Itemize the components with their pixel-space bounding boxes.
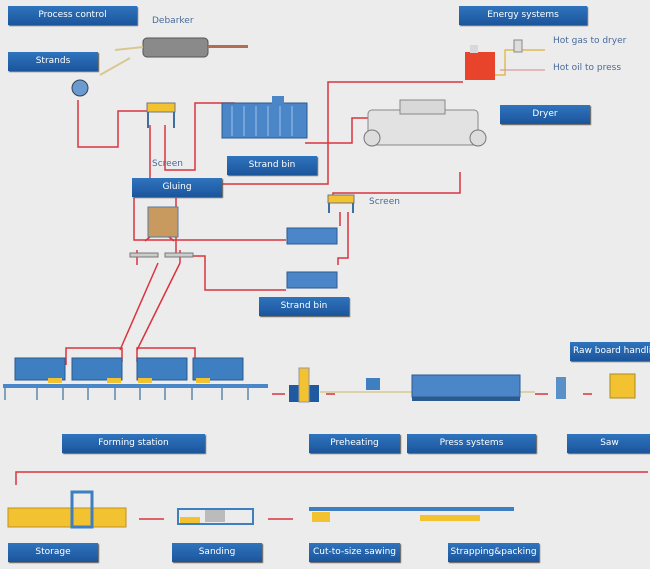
strands-label[interactable]: Strands <box>8 52 98 71</box>
press-systems-label[interactable]: Press systems <box>407 434 536 453</box>
strand-bin-machine-2 <box>286 271 338 289</box>
screen-text-mid: Screen <box>369 197 400 207</box>
cut-to-size-sawing-label[interactable]: Cut-to-size sawing <box>309 543 400 562</box>
forming-line <box>3 357 268 400</box>
saw-machine <box>556 377 566 399</box>
energy-systems-label[interactable]: Energy systems <box>459 6 587 25</box>
gluing-label[interactable]: Gluing <box>132 178 222 197</box>
hot-oil-text: Hot oil to press <box>553 63 622 73</box>
storage-label[interactable]: Storage <box>8 543 98 562</box>
gluing-machine <box>129 206 194 258</box>
screen-machine-top <box>146 102 176 128</box>
screen-text-top: Screen <box>152 159 183 169</box>
sanding-label[interactable]: Sanding <box>172 543 262 562</box>
sanding-machine <box>177 508 254 525</box>
strand-bin-label-mid[interactable]: Strand bin <box>259 297 349 316</box>
dryer-machine <box>363 99 487 147</box>
strand-bin-label-top[interactable]: Strand bin <box>227 156 317 175</box>
process-control-label[interactable]: Process control <box>8 6 137 25</box>
preheat-unit <box>366 378 380 390</box>
debarker-text: Debarker <box>152 16 194 26</box>
raw-board-handling-label[interactable]: Raw board handling <box>570 342 650 361</box>
energy-plant <box>465 39 523 80</box>
preheater-machine <box>289 367 319 403</box>
cut-to-size-machine <box>309 507 514 522</box>
strapping-packing-label[interactable]: Strapping&packing <box>448 543 539 562</box>
strand-bin-machine-top <box>221 96 308 139</box>
debarker-machine <box>99 37 248 76</box>
screen-machine-mid <box>327 194 355 213</box>
hot-gas-text: Hot gas to dryer <box>553 36 627 46</box>
preheating-label[interactable]: Preheating <box>309 434 400 453</box>
storage-machine <box>7 490 127 529</box>
dryer-label[interactable]: Dryer <box>500 105 590 124</box>
strand-bin-machine-1 <box>286 227 338 245</box>
saw-label[interactable]: Saw <box>567 434 650 453</box>
raw-board-handling-machine <box>609 373 636 399</box>
press-machine <box>411 374 521 401</box>
strander-machine <box>71 79 89 97</box>
forming-station-label[interactable]: Forming station <box>62 434 205 453</box>
